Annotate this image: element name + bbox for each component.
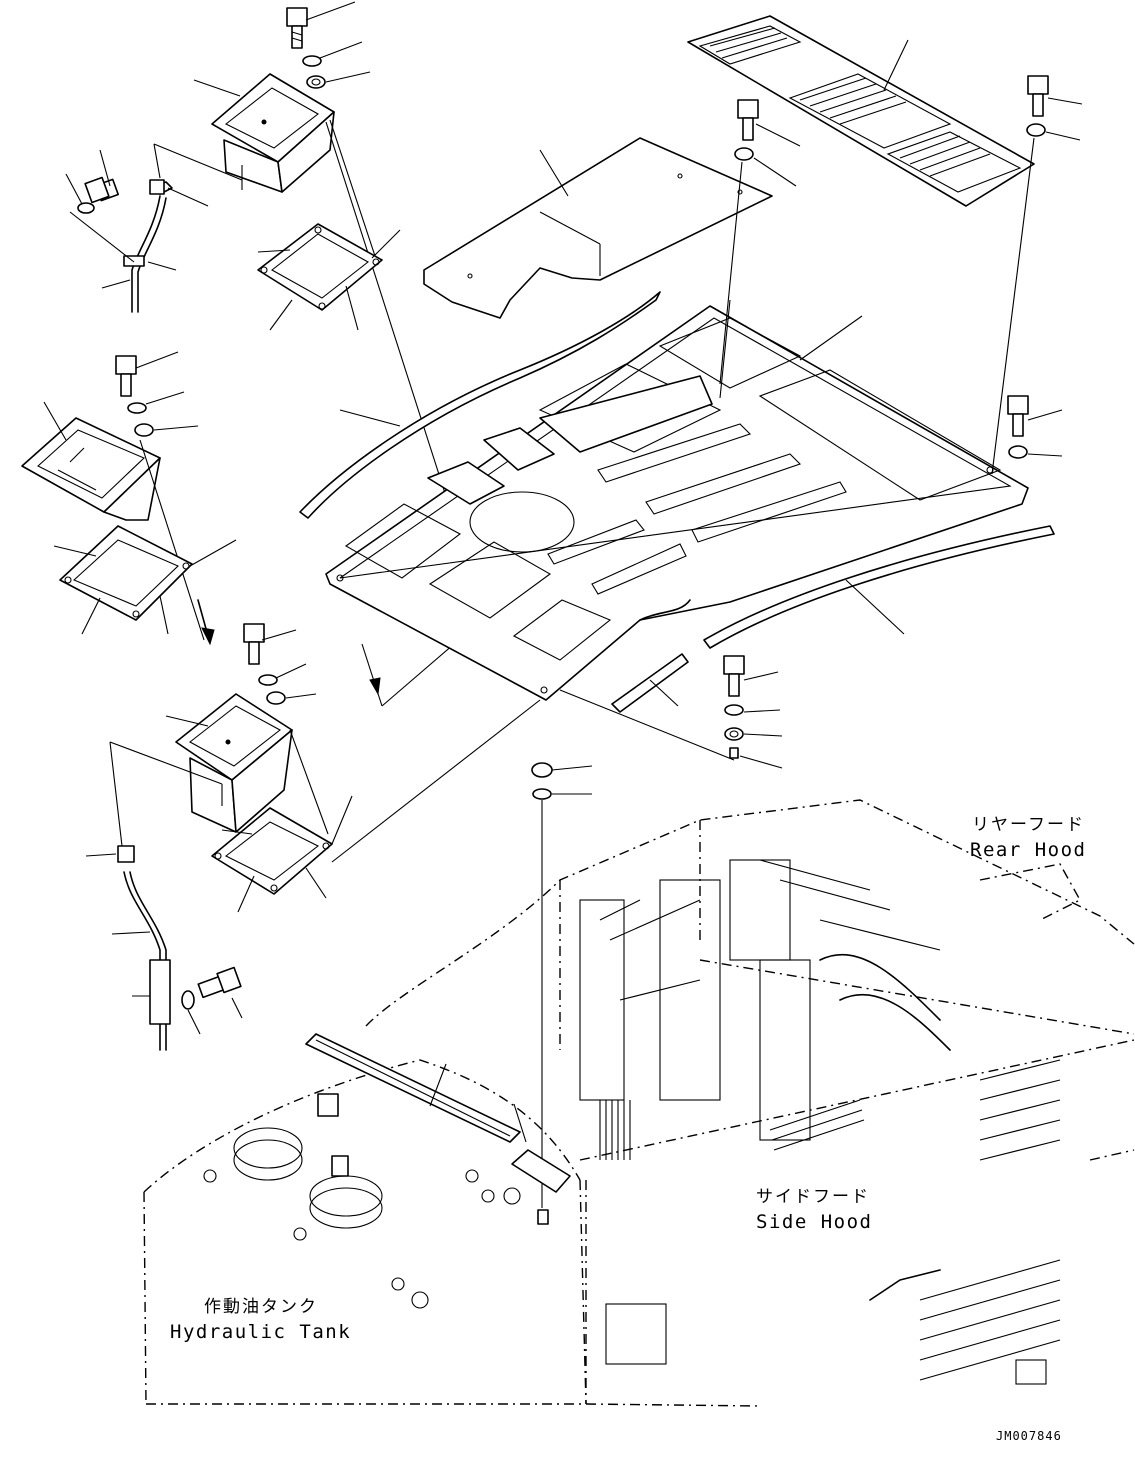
seal-strip-side: [703, 525, 1055, 649]
hydraulic-tank-label-en: Hydraulic Tank: [170, 1321, 351, 1343]
seal-strip-front: [299, 291, 661, 519]
hydraulic-tank-label-jp: 作動油タンク: [204, 1297, 318, 1317]
seal-strip-short: [611, 653, 689, 713]
bolt-set-right-mid: [1007, 395, 1063, 459]
hydraulic-tank-body: [143, 1059, 587, 1405]
gasket-lower: [211, 699, 541, 913]
front-cover-plate: [423, 137, 773, 319]
side-hood-label-en: Side Hood: [756, 1211, 872, 1233]
dipstick-top: [65, 143, 243, 313]
cover-bolt-top: [286, 7, 326, 89]
drawing-code: JM007846: [996, 1429, 1062, 1443]
seal-bar-lower: [305, 1033, 521, 1143]
dipstick-lower: [85, 741, 243, 1051]
rear-hood-label-jp: リヤーフード: [972, 815, 1085, 835]
rear-hood-label-en: Rear Hood: [970, 839, 1086, 861]
gasket-left: [53, 525, 237, 635]
main-hood-panel: [325, 299, 1029, 701]
side-hood-vents: [769, 1059, 1061, 1381]
bolt-set-lower-center: [559, 655, 783, 769]
engine-internals: [579, 859, 1061, 1385]
inspection-cover-top: [211, 73, 335, 193]
block-lower: [511, 1103, 571, 1193]
hatch-cover-left: [21, 351, 205, 641]
inspection-cover-lower: [165, 623, 329, 835]
machine-body-rear-hood: [365, 799, 1135, 1407]
rubber-mounts-center: [531, 762, 593, 1208]
leader-lines-top-left: [193, 1, 461, 541]
rear-grille: [687, 15, 1035, 207]
grille-slats: [709, 27, 991, 177]
gasket-top: [257, 223, 401, 331]
bolt-set-center: [719, 99, 801, 385]
radiator-fins: [599, 1100, 631, 1160]
bolt-set-right-top: [991, 75, 1083, 475]
side-hood-label-jp: サイドフード: [756, 1187, 870, 1207]
